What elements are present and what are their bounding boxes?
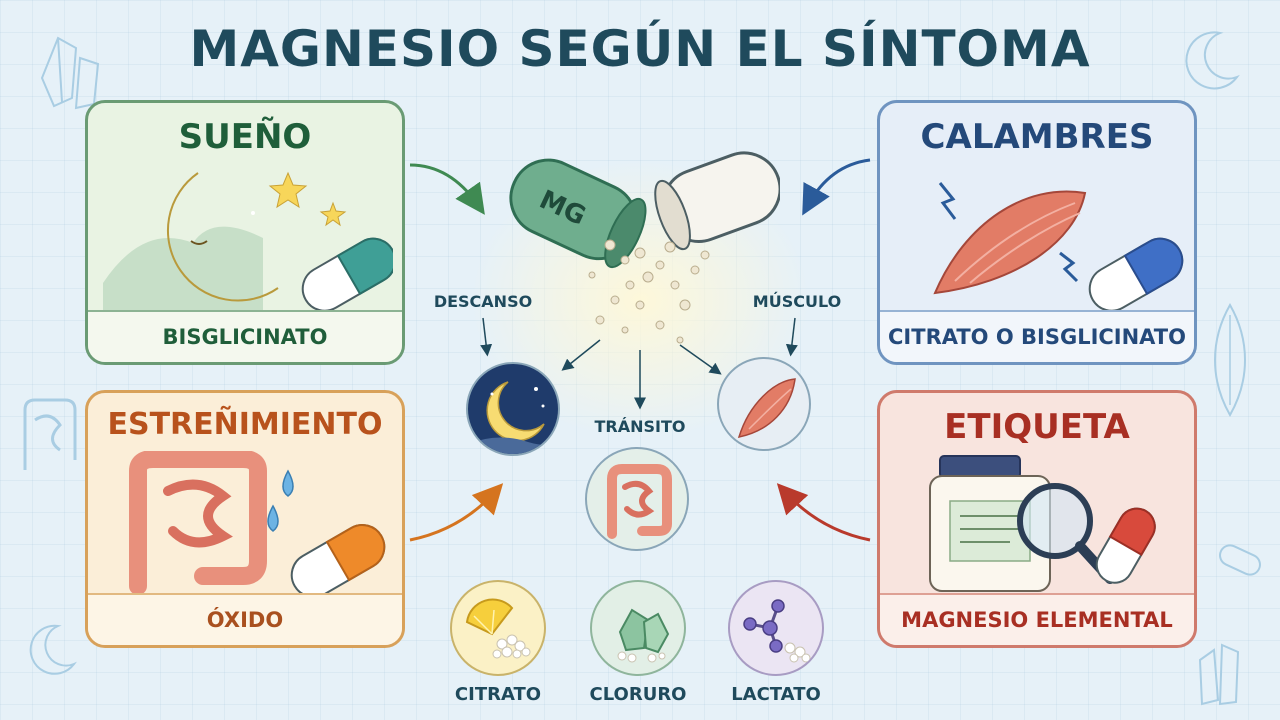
intestine-icon xyxy=(607,464,672,539)
molecule-icon xyxy=(743,599,811,663)
crescent-moon-icon xyxy=(29,624,77,675)
card-form-sleep: BISGLICINATO xyxy=(88,310,402,362)
card-title-cramps: CALAMBRES xyxy=(920,117,1154,157)
card-title-label: ETIQUETA xyxy=(944,407,1130,447)
card-title-constipation: ESTREÑIMIENTO xyxy=(107,407,383,442)
pill-icon xyxy=(1219,544,1261,576)
moon-icon xyxy=(468,381,558,454)
muscle-circle xyxy=(717,357,811,451)
crystal-icon xyxy=(617,608,670,663)
card-cramps: CALAMBRES CITRATO O BISGLICINATO xyxy=(877,100,1197,365)
form-circle-chloride xyxy=(590,580,686,676)
magnesium-capsule: MG xyxy=(509,151,780,344)
effect-label-transit: TRÁNSITO xyxy=(594,417,686,436)
card-form-label: MAGNESIO ELEMENTAL xyxy=(880,593,1194,645)
card-constipation: ESTREÑIMIENTO ÓXIDO xyxy=(85,390,405,648)
form-label-citrate: CITRATO xyxy=(454,684,542,705)
muscle-icon xyxy=(933,182,1184,312)
card-sleep: SUEÑO BISGLICINATO xyxy=(85,100,405,365)
effect-label-rest: DESCANSO xyxy=(433,292,533,311)
crescent-moon-icon xyxy=(1185,31,1240,90)
form-circle-citrate xyxy=(450,580,546,676)
effect-label-muscle: MÚSCULO xyxy=(752,292,842,311)
crystal-icon xyxy=(1198,643,1240,706)
form-label-lactate: LACTATO xyxy=(731,684,821,705)
intestine-icon xyxy=(23,398,77,470)
card-form-constipation: ÓXIDO xyxy=(88,593,402,645)
card-title-sleep: SUEÑO xyxy=(178,117,312,157)
form-label-chloride: CLORURO xyxy=(589,684,687,705)
moon-icon xyxy=(103,171,393,313)
rest-circle xyxy=(466,362,560,456)
muscle-icon xyxy=(1214,302,1246,418)
muscle-icon xyxy=(737,378,796,438)
transit-circle xyxy=(585,447,689,551)
page-title: MAGNESIO SEGÚN EL SÍNTOMA xyxy=(189,20,1091,78)
card-form-cramps: CITRATO O BISGLICINATO xyxy=(880,310,1194,362)
intestine-icon xyxy=(129,451,386,596)
supplement-bottle-icon xyxy=(929,455,1156,592)
card-label: ETIQUETA MAGNESIO ELEMENTAL xyxy=(877,390,1197,648)
lemon-icon xyxy=(465,598,531,659)
form-circle-lactate xyxy=(728,580,824,676)
